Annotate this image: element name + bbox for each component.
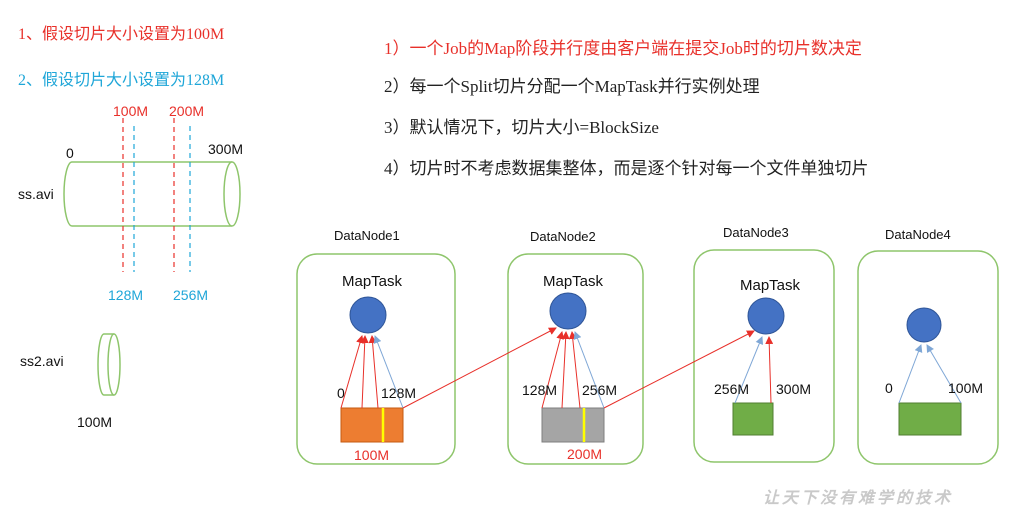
maptask3-label: MapTask [740, 277, 801, 294]
node2-range-start: 128M [522, 382, 558, 398]
mark-100m-label: 100M [113, 103, 149, 119]
datanode1-title: DataNode1 [334, 228, 400, 243]
file1-end-label: 300M [208, 141, 244, 157]
maptask3-circle [747, 297, 785, 335]
node4-range-start: 0 [885, 380, 893, 396]
note-3: 3）默认情况下，切片大小=BlockSize [384, 118, 659, 137]
maptask1-label: MapTask [342, 273, 403, 290]
node1-split-label: 100M [354, 447, 390, 463]
block-node4 [898, 402, 962, 436]
datanode3-title: DataNode3 [723, 225, 789, 240]
file2-name: ss2.avi [20, 353, 64, 369]
node4-arrows [898, 344, 962, 404]
file2-size: 100M [77, 414, 113, 430]
file2-cylinder [97, 333, 121, 396]
maptask2-circle [549, 292, 587, 330]
mark-256m-label: 256M [173, 287, 209, 303]
node4-range-end: 100M [948, 380, 984, 396]
datanode4-box [857, 250, 999, 465]
node1-arrows [340, 335, 404, 409]
datanode4-title: DataNode4 [885, 227, 951, 242]
node3-range-end: 300M [776, 381, 812, 397]
maptask4-circle [906, 307, 942, 343]
datanode3-box [693, 249, 835, 463]
watermark: 让天下没有难学的技术 [763, 490, 954, 507]
node2-range-end: 256M [582, 382, 618, 398]
block-node2 [541, 407, 605, 443]
note-4: 4）切片时不考虑数据集整体，而是逐个针对每一个文件单独切片 [384, 159, 869, 178]
block-node3 [732, 402, 774, 436]
file1-cylinder [63, 161, 241, 227]
note-2: 2）每一个Split切片分配一个MapTask并行实例处理 [384, 77, 760, 96]
datanode2-title: DataNode2 [530, 229, 596, 244]
maptask1-circle [349, 296, 387, 334]
arrow-node1-to-maptask2 [402, 327, 557, 409]
caption-case-100m: 1、假设切片大小设置为100M [18, 26, 225, 43]
node1-range-start: 0 [337, 385, 345, 401]
node2-arrows [541, 331, 605, 409]
datanode1-box [296, 253, 456, 465]
caption-case-128m: 2、假设切片大小设置为128M [18, 72, 225, 89]
mark-200m-label: 200M [169, 103, 205, 119]
note-1: 1）一个Job的Map阶段并行度由客户端在提交Job时的切片数决定 [384, 39, 862, 58]
block-node1 [340, 407, 404, 443]
node3-range-start: 256M [714, 381, 750, 397]
arrow-node2-to-maptask3 [603, 330, 755, 409]
node2-split-label: 200M [567, 446, 603, 462]
file1-name: ss.avi [18, 186, 54, 202]
file1-start-label: 0 [66, 145, 74, 161]
node3-arrows [734, 336, 774, 404]
node1-range-end: 128M [381, 385, 417, 401]
mark-128m-label: 128M [108, 287, 144, 303]
maptask2-label: MapTask [543, 273, 604, 290]
